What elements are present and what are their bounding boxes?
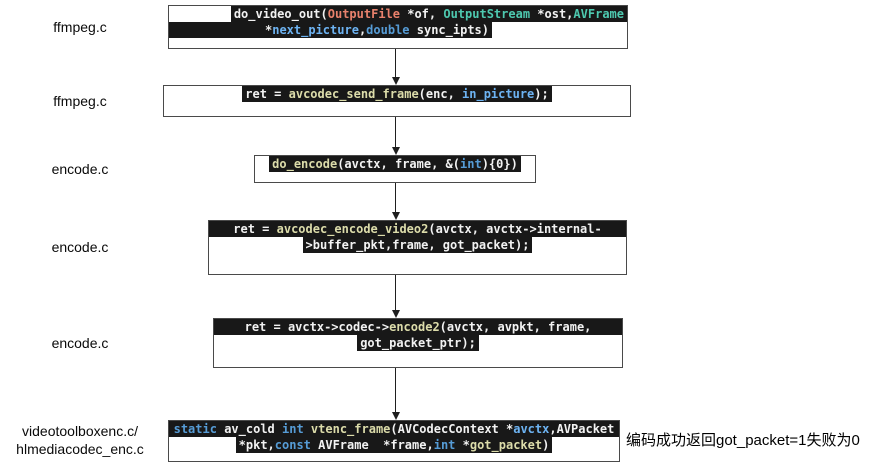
code-token: *of,	[400, 7, 444, 21]
file-label: ffmpeg.c	[53, 19, 107, 35]
code-token: *	[455, 438, 470, 452]
code-token: ret =	[245, 87, 289, 101]
code-token: (avctx, avpkt, frame,	[439, 320, 592, 334]
code-token: >buffer_pkt,frame, got_packet);	[305, 238, 530, 252]
code-token: in_picture	[462, 87, 535, 101]
code-line: *next_picture,double sync_ipts)	[169, 22, 493, 38]
code-token	[304, 422, 311, 436]
flow-arrow	[391, 183, 400, 220]
code-line: ret = avcodec_send_frame(enc, in_picture…	[242, 86, 552, 102]
code-token: double	[366, 23, 410, 37]
file-label: encode.c	[51, 335, 109, 351]
code-token: AVFrame	[573, 7, 624, 21]
code-token: const	[274, 438, 311, 452]
code-line: static av_cold int vtenc_frame(AVCodecCo…	[169, 421, 619, 437]
code-token: (AVCodecContext *	[390, 422, 514, 436]
code-line: *pkt,const AVFrame *frame,int *got_packe…	[235, 437, 553, 453]
file-label-text: videotoolboxenc.c/	[22, 423, 138, 439]
code-token: ,	[358, 23, 367, 37]
flow-arrow	[391, 49, 400, 85]
file-label: encode.c	[51, 239, 109, 255]
flow-arrow	[391, 368, 400, 420]
code-token: (avctx, frame, &(	[337, 157, 461, 171]
code-token: encode2	[389, 320, 440, 334]
code-token: OutputFile	[327, 7, 400, 21]
box-vtenc-frame: static av_cold int vtenc_frame(AVCodecCo…	[168, 420, 620, 462]
code-token: ret = avctx->codec->	[244, 320, 390, 334]
code-token: int	[433, 438, 456, 452]
file-label: encode.c	[51, 161, 109, 177]
flow-arrow	[391, 275, 400, 318]
code-token: avctx	[513, 422, 550, 436]
file-label: videotoolboxenc.c/ hlmediacodec_enc.c	[0, 422, 160, 458]
code-line: >buffer_pkt,frame, got_packet);	[302, 237, 533, 253]
code-line: got_packet_ptr);	[357, 335, 479, 351]
code-token: do_encode	[272, 157, 338, 171]
code-token: got_packet	[469, 438, 543, 452]
box-do-encode: do_encode(avctx, frame, &(int){0})	[254, 155, 536, 183]
code-token: static	[173, 422, 217, 436]
flow-arrow	[391, 117, 400, 155]
file-label-text: hlmediacodec_enc.c	[16, 441, 144, 457]
code-line: ret = avctx->codec->encode2(avctx, avpkt…	[214, 319, 622, 335]
code-token: AVFrame *frame,	[310, 438, 434, 452]
code-token: *pkt,	[238, 438, 275, 452]
code-token: ret =	[233, 222, 277, 236]
code-token: got_packet_ptr);	[360, 336, 476, 350]
code-token: vtenc_frame	[310, 422, 391, 436]
code-token: do_video_out(	[233, 7, 328, 21]
box-avctx-codec-encode2: ret = avctx->codec->encode2(avctx, avpkt…	[213, 318, 623, 368]
code-token: (enc,	[418, 87, 463, 101]
code-line: ret = avcodec_encode_video2(avctx, avctx…	[209, 221, 626, 237]
code-token: sync_ipts)	[409, 23, 490, 37]
code-token: OutputStream	[443, 7, 531, 21]
code-token: *	[265, 23, 273, 37]
code-token: (avctx, avctx->internal-	[428, 222, 602, 236]
file-label: ffmpeg.c	[53, 93, 107, 109]
code-line: do_video_out(OutputFile *of, OutputStrea…	[230, 6, 627, 22]
annotation-text: 编码成功返回got_packet=1失败为0	[626, 432, 860, 449]
box-avcodec-encode-video2: ret = avcodec_encode_video2(avctx, avctx…	[208, 220, 627, 275]
code-token: av_cold	[216, 422, 282, 436]
code-token: *ost,	[530, 7, 574, 21]
code-token: ){0})	[481, 157, 518, 171]
code-token: next_picture	[272, 23, 359, 37]
code-token: int	[282, 422, 304, 436]
code-token: )	[542, 438, 550, 452]
code-token: int	[460, 157, 482, 171]
code-line: do_encode(avctx, frame, &(int){0})	[269, 156, 521, 172]
box-avcodec-send-frame: ret = avcodec_send_frame(enc, in_picture…	[163, 85, 631, 117]
box-do-video-out: do_video_out(OutputFile *of, OutputStrea…	[168, 5, 628, 49]
code-token: ,AVPacket	[549, 422, 615, 436]
code-token: avcodec_encode_video2	[276, 222, 429, 236]
code-token: );	[534, 87, 549, 101]
code-token: avcodec_send_frame	[288, 87, 419, 101]
